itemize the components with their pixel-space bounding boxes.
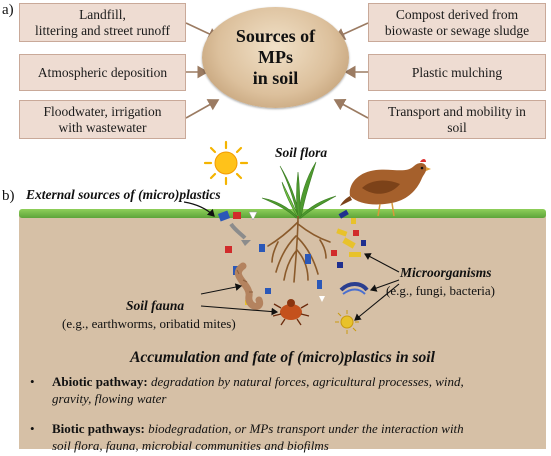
arrow-left-3 [185, 99, 220, 119]
particle [265, 288, 271, 294]
particle [336, 228, 348, 237]
bullet-text: biodegradation, or MPs transport under t… [148, 421, 464, 436]
particle [337, 262, 343, 268]
bullet-title: Abiotic pathway: [52, 374, 148, 389]
particle [317, 280, 322, 289]
particle [331, 250, 337, 256]
particle [338, 209, 349, 219]
arrow-right-3 [333, 98, 369, 119]
bullet-text: gravity, flowing water [52, 391, 167, 406]
soil-fauna-label: Soil fauna [126, 298, 185, 313]
soil-fauna-examples: (e.g., earthworms, oribatid mites) [62, 316, 236, 331]
accumulation-title: Accumulation and fate of (micro)plastics… [130, 349, 435, 366]
particle [342, 237, 356, 249]
microorganisms-label: Microorganisms [400, 265, 492, 280]
bullet-text: soil flora, fauna, microbial communities… [52, 438, 329, 453]
bullet-marker: • [30, 421, 35, 436]
grass-strip [19, 209, 546, 218]
fungi [339, 282, 369, 292]
particle [233, 212, 241, 219]
external-sources-arrow [183, 201, 215, 217]
bullet-biotic: • Biotic pathways: biodegradation, or MP… [30, 420, 540, 456]
panel-a-label: a) [2, 2, 14, 18]
source-box-landfill: Landfill,littering and street runoff [19, 3, 186, 42]
sun-icon [203, 140, 249, 186]
soil-scene [200, 209, 400, 334]
particle [305, 254, 311, 264]
mite [280, 304, 302, 320]
bullet-text: degradation by natural forces, agricultu… [150, 374, 464, 389]
particle [319, 296, 325, 302]
particle [361, 240, 366, 246]
particle [349, 252, 361, 257]
bullet-marker: • [30, 374, 35, 389]
earthworm [234, 262, 264, 310]
panel-b-label: b) [2, 188, 15, 204]
soil-area [19, 213, 546, 449]
bacteria [340, 315, 354, 329]
chicken-icon [340, 159, 431, 217]
particle [351, 218, 356, 224]
source-box-atmospheric: Atmospheric deposition [19, 54, 186, 91]
source-box-mulching: Plastic mulching [368, 54, 546, 91]
external-sources-label: External sources of (micro)plastics [26, 187, 221, 202]
particle [353, 230, 359, 236]
particle [259, 244, 265, 252]
bullet-title: Biotic pathways: [52, 421, 145, 436]
particle [248, 211, 258, 221]
soil-flora-label: Soil flora [275, 145, 328, 160]
particle [217, 210, 231, 222]
microorganisms-examples: (e.g., fungi, bacteria) [386, 283, 496, 298]
plant-icon [261, 161, 337, 219]
particle [225, 246, 232, 253]
bullet-abiotic: • Abiotic pathway: degradation by natura… [30, 373, 540, 409]
